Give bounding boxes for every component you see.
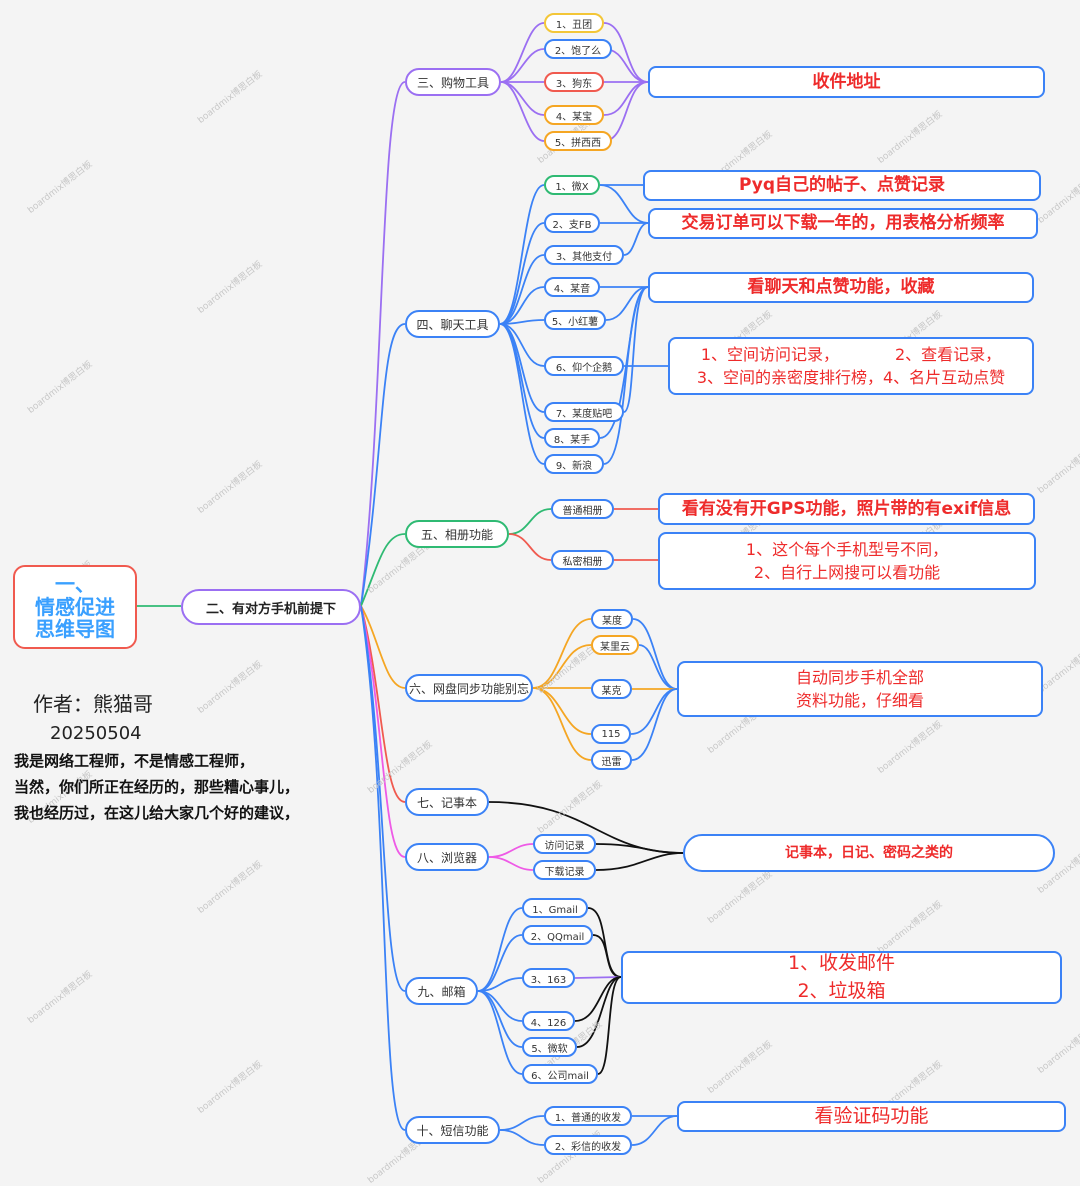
leaf-chat-3[interactable]: 3、其他支付	[544, 245, 624, 265]
leaf-shopping-5[interactable]: 5、拼西西	[544, 131, 612, 151]
leaf-shopping-3[interactable]: 3、狗东	[544, 72, 604, 92]
branch-shopping[interactable]: 三、购物工具	[405, 68, 501, 96]
intro-line: 当然，你们所正在经历的，那些糟心事儿，	[14, 778, 300, 796]
leaf-cloud-5[interactable]: 迅雷	[591, 750, 632, 770]
leaf-album-private[interactable]: 私密相册	[551, 550, 614, 570]
branch-cloud[interactable]: 六、网盘同步功能别忘	[405, 674, 533, 702]
leaf-mail-3[interactable]: 3、163	[522, 968, 575, 988]
branch-mail[interactable]: 九、邮箱	[405, 977, 478, 1005]
note-wechat[interactable]: Pyq自己的帖子、点赞记录	[643, 170, 1041, 201]
leaf-chat-5[interactable]: 5、小红薯	[544, 310, 606, 330]
leaf-mail-5[interactable]: 5、微软	[522, 1037, 577, 1057]
leaf-chat-7[interactable]: 7、某度贴吧	[544, 402, 624, 422]
leaf-chat-1[interactable]: 1、微X	[544, 175, 600, 195]
intro-line: 我是网络工程师，不是情感工程师，	[14, 752, 255, 770]
leaf-chat-4[interactable]: 4、某音	[544, 277, 600, 297]
branch-sms[interactable]: 十、短信功能	[405, 1116, 500, 1144]
note-mail-line-1: 1、收发邮件	[787, 951, 896, 974]
root-line-3: 思维导图	[35, 617, 115, 642]
root-line-1: 一、	[55, 572, 95, 597]
note-cloud-line-2: 资料功能，仔细看	[795, 691, 924, 710]
leaf-shopping-2[interactable]: 2、饱了么	[544, 39, 612, 59]
note-album-private[interactable]: 1、这个每个手机型号不同， 2、自行上网搜可以看功能	[658, 532, 1036, 590]
intro-text: 我是网络工程师，不是情感工程师， 当然，你们所正在经历的，那些糟心事儿， 我也经…	[14, 748, 299, 826]
leaf-mail-1[interactable]: 1、Gmail	[522, 898, 588, 918]
note-qq-line-2: 3、空间的亲密度排行榜，4、名片互动点赞	[696, 368, 1006, 387]
leaf-chat-9[interactable]: 9、新浪	[544, 454, 604, 474]
leaf-cloud-4[interactable]: 115	[591, 724, 631, 744]
note-mail-line-2: 2、垃圾箱	[797, 979, 886, 1002]
branch-chat[interactable]: 四、聊天工具	[405, 310, 500, 338]
note-album-private-line-1: 1、这个每个手机型号不同，	[745, 539, 949, 559]
leaf-cloud-2[interactable]: 某里云	[591, 635, 639, 655]
note-qq[interactable]: 1、空间访问记录， 2、查看记录， 3、空间的亲密度排行榜，4、名片互动点赞	[668, 337, 1034, 395]
leaf-browser-downloads[interactable]: 下载记录	[533, 860, 596, 880]
leaf-browser-history[interactable]: 访问记录	[533, 834, 596, 854]
note-social[interactable]: 看聊天和点赞功能，收藏	[648, 272, 1034, 303]
branch-browser[interactable]: 八、浏览器	[405, 843, 489, 871]
leaf-sms-2[interactable]: 2、彩信的收发	[544, 1135, 632, 1155]
note-shipping-address[interactable]: 收件地址	[648, 66, 1045, 98]
branch-album[interactable]: 五、相册功能	[405, 520, 509, 548]
root-node[interactable]: 一、 情感促进 思维导图	[13, 565, 137, 649]
note-mail[interactable]: 1、收发邮件 2、垃圾箱	[621, 951, 1062, 1004]
leaf-chat-6[interactable]: 6、仰个企鹅	[544, 356, 624, 376]
leaf-chat-8[interactable]: 8、某手	[544, 428, 600, 448]
author-text: 作者：熊猫哥	[33, 692, 153, 716]
note-album-gps[interactable]: 看有没有开GPS功能，照片带的有exif信息	[658, 493, 1035, 525]
date-text: 20250504	[50, 723, 142, 744]
branch-notepad[interactable]: 七、记事本	[405, 788, 489, 816]
note-qq-item-1: 1、空间访问记录，	[700, 344, 839, 364]
leaf-sms-1[interactable]: 1、普通的收发	[544, 1106, 632, 1126]
note-album-private-line-2: 2、自行上网搜可以看功能	[753, 563, 941, 582]
leaf-shopping-4[interactable]: 4、某宝	[544, 105, 604, 125]
note-cloud-line-1: 自动同步手机全部	[795, 667, 924, 687]
note-sms[interactable]: 看验证码功能	[677, 1101, 1066, 1132]
leaf-chat-2[interactable]: 2、支FB	[544, 213, 600, 233]
leaf-shopping-1[interactable]: 1、丑团	[544, 13, 604, 33]
leaf-mail-6[interactable]: 6、公司mail	[522, 1064, 598, 1084]
leaf-cloud-1[interactable]: 某度	[591, 609, 633, 629]
center-node[interactable]: 二、有对方手机前提下	[181, 589, 361, 625]
leaf-mail-4[interactable]: 4、126	[522, 1011, 575, 1031]
leaf-cloud-3[interactable]: 某克	[591, 679, 632, 699]
root-line-2: 情感促进	[35, 594, 115, 619]
leaf-album-normal[interactable]: 普通相册	[551, 499, 614, 519]
note-cloud[interactable]: 自动同步手机全部 资料功能，仔细看	[677, 661, 1043, 717]
note-payment[interactable]: 交易订单可以下载一年的，用表格分析频率	[648, 208, 1038, 239]
note-notes-passwords[interactable]: 记事本，日记、密码之类的	[683, 834, 1055, 872]
note-qq-item-2: 2、查看记录，	[895, 344, 1002, 364]
leaf-mail-2[interactable]: 2、QQmail	[522, 925, 593, 945]
intro-line: 我也经历过，在这儿给大家几个好的建议，	[14, 804, 300, 822]
note-qq-line-1: 1、空间访问记录， 2、查看记录，	[701, 343, 1001, 366]
